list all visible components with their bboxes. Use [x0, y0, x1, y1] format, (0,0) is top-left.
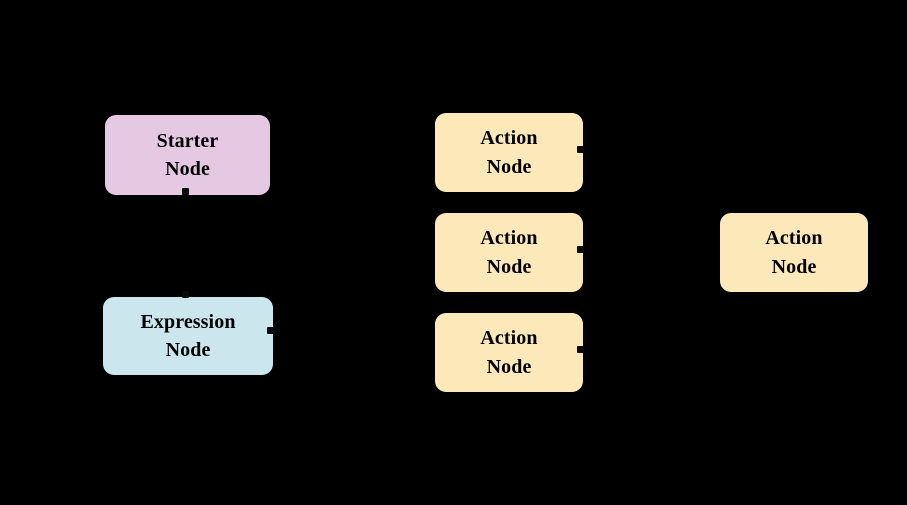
- edge-expression-to-action-2: [273, 251, 435, 334]
- node-label-line-2: Node: [771, 255, 817, 278]
- node-label-line-2: Node: [165, 158, 210, 180]
- node-label-line-2: Node: [486, 355, 532, 378]
- action-node-3-output-port-right[interactable]: [577, 346, 584, 353]
- edge-expression-to-action-3: [273, 332, 435, 353]
- node-label-line-2: Node: [486, 155, 532, 178]
- edge-action-3-to-action-4: [583, 251, 720, 353]
- node-label-line-2: Node: [165, 339, 211, 361]
- action-node-1-output-port-right[interactable]: [577, 146, 584, 153]
- edge-expression-to-action-1: [273, 151, 435, 334]
- node-label-line-1: Action: [765, 227, 823, 250]
- action-node-2-output-port-right[interactable]: [577, 246, 584, 253]
- node-label-line-1: Action: [480, 127, 538, 150]
- node-label-line-1: Expression: [140, 310, 236, 333]
- edge-action-1-to-action-4: [583, 151, 720, 253]
- node-label-line-1: Action: [480, 227, 538, 250]
- node-label-line-1: Starter: [156, 129, 219, 152]
- expression-node-output-port-right[interactable]: [267, 327, 274, 334]
- node-label-line-2: Node: [486, 255, 532, 278]
- starter-node-output-port-bottom[interactable]: [182, 188, 189, 195]
- node-label-line-1: Action: [480, 327, 538, 350]
- expression-node-input-port-top[interactable]: [182, 291, 189, 298]
